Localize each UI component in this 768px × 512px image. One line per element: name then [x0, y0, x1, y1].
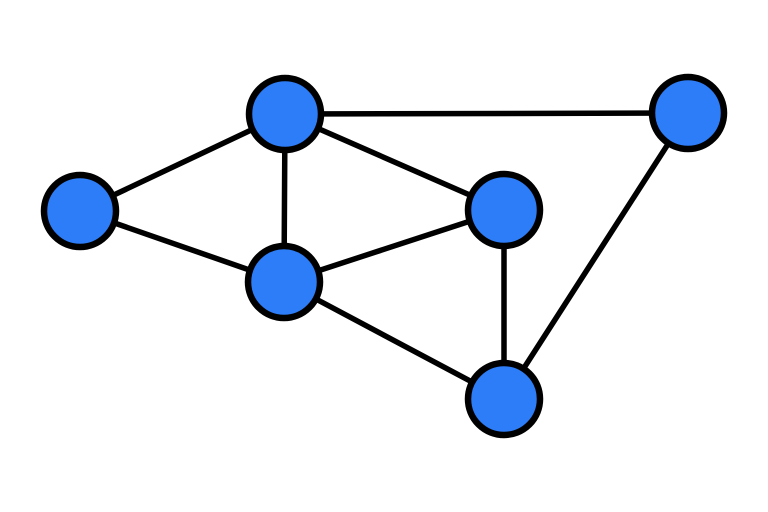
- node-bottom: [464, 359, 544, 439]
- edge-bottom--top-right: [501, 110, 691, 402]
- node-center: [244, 242, 324, 322]
- edge-top--middle-right: [282, 111, 507, 213]
- edge-top--top-right: [282, 110, 691, 117]
- node-left: [40, 171, 120, 251]
- edge-center--bottom: [281, 279, 507, 402]
- node-middle-right: [464, 170, 544, 250]
- node-top-right: [648, 73, 728, 153]
- node-top: [245, 74, 325, 154]
